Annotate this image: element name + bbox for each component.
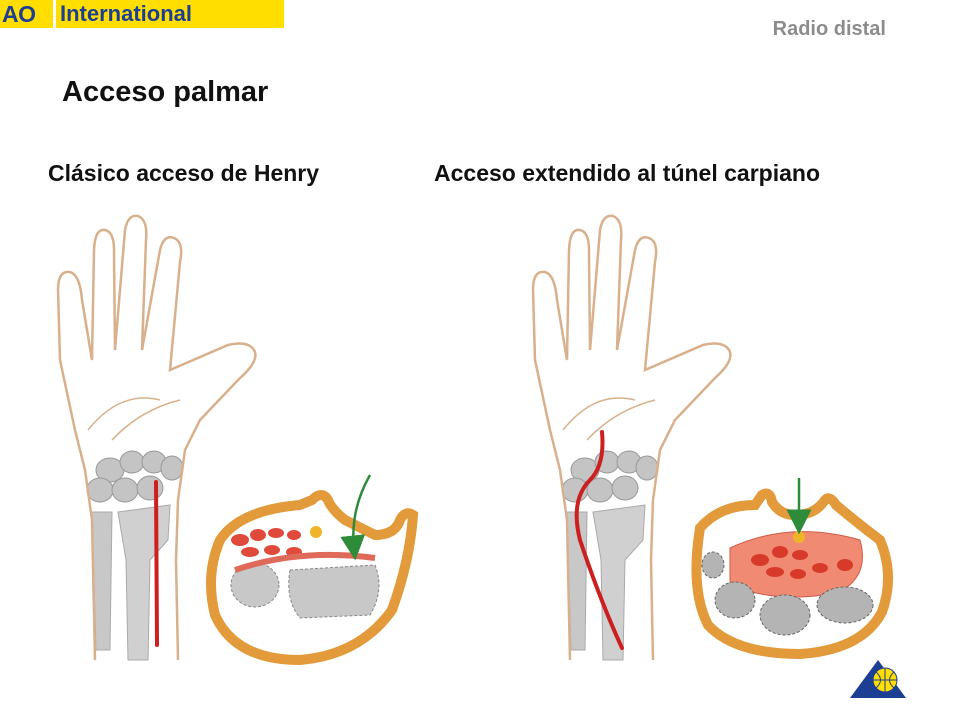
left-palm-crease	[87, 397, 161, 431]
right-radius-bone	[592, 504, 646, 661]
left-hand-outline	[56, 214, 257, 661]
right-subtitle: Acceso extendido al túnel carpiano	[434, 160, 820, 186]
slide-title: Acceso palmar	[62, 76, 269, 108]
left-median-nerve	[310, 526, 322, 538]
logo-international-text: International	[60, 1, 193, 26]
right-palm-crease	[562, 397, 636, 431]
ao-globe-triangle-icon	[850, 660, 906, 698]
right-carpal-sections	[701, 551, 874, 636]
left-cross-section	[206, 474, 419, 666]
left-subtitle: Clásico acceso de Henry	[48, 160, 320, 186]
right-median-nerve	[793, 531, 805, 543]
left-approach-arrow	[340, 474, 372, 561]
right-cross-section	[691, 478, 894, 660]
right-hand-illustration	[531, 214, 732, 661]
left-henry-incision	[154, 480, 159, 647]
right-carpal-bones	[561, 450, 659, 503]
logo-ao-text: AO	[2, 1, 36, 27]
left-radius-bone	[117, 504, 171, 661]
left-carpal-bones	[86, 450, 184, 503]
left-palm-crease-2	[111, 399, 181, 441]
ao-logo: AO International	[0, 0, 284, 28]
left-radius-section	[288, 564, 380, 619]
right-hand-outline	[531, 214, 732, 661]
section-header: Radio distal	[772, 18, 886, 40]
left-hand-illustration	[56, 214, 257, 661]
left-flexor-tendons	[231, 528, 302, 557]
right-flexor-tendons	[751, 546, 853, 579]
right-extended-incision	[574, 430, 624, 650]
logo-divider	[53, 0, 56, 28]
right-palm-crease-2	[586, 399, 656, 441]
